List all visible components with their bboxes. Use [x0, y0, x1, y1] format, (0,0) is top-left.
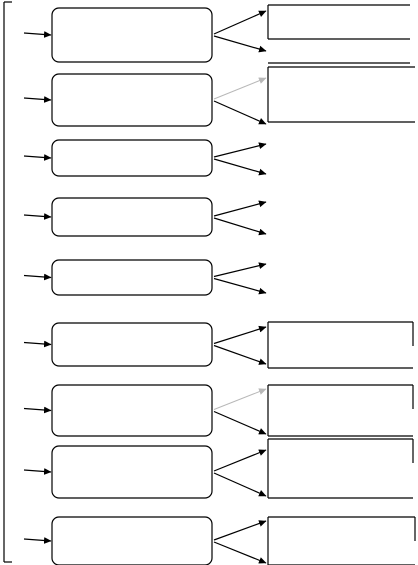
flowchart-row: [23, 66, 415, 127]
flowchart-row: [23, 516, 416, 565]
process-box: [51, 259, 213, 296]
input-arrow: [23, 31, 52, 38]
output-arrow-lower: [213, 541, 267, 564]
output-arrow-lower: [213, 100, 267, 125]
output-arrow-lower: [213, 217, 267, 236]
output-arrow-upper: [213, 77, 267, 100]
flowchart-row: [23, 438, 414, 499]
process-box: [51, 7, 213, 63]
flowchart-row: [23, 321, 414, 369]
output-bracket: [267, 384, 414, 437]
output-bracket: [267, 516, 416, 565]
process-box: [51, 197, 213, 237]
process-box: [51, 516, 213, 565]
output-arrow-upper: [213, 520, 267, 541]
flowchart-rows: [23, 4, 416, 565]
output-arrow-lower: [213, 158, 267, 176]
input-arrow: [23, 406, 52, 414]
output-arrow-upper: [213, 388, 267, 410]
output-bracket: [267, 438, 414, 499]
flowchart-row: [23, 139, 267, 177]
input-arrow: [23, 96, 52, 103]
process-box: [51, 73, 213, 127]
process-box: [51, 139, 213, 177]
output-arrow-upper: [213, 200, 267, 217]
output-arrow-upper: [213, 325, 267, 345]
process-box: [51, 384, 213, 437]
input-arrow: [23, 273, 52, 281]
input-arrow: [23, 340, 52, 348]
output-arrow-upper: [213, 449, 267, 472]
flowchart-row: [23, 197, 267, 237]
flowchart-row: [23, 4, 410, 64]
output-arrow-lower: [213, 472, 267, 497]
output-arrow-lower: [213, 277, 267, 295]
input-arrow: [23, 468, 52, 475]
output-bracket: [267, 321, 414, 369]
input-arrow: [23, 154, 52, 161]
process-box: [51, 445, 213, 499]
input-arrow: [23, 537, 52, 544]
output-arrow-upper: [213, 142, 267, 158]
output-arrow-lower: [213, 410, 267, 435]
output-arrow-upper: [213, 10, 267, 35]
flowchart-row: [23, 259, 267, 296]
output-arrow-lower: [213, 35, 267, 53]
flowchart-row: [23, 384, 414, 437]
input-arrow: [23, 213, 52, 220]
output-arrow-lower: [213, 344, 267, 365]
output-bracket: [267, 4, 410, 64]
output-arrow-upper: [213, 262, 267, 278]
output-bracket: [267, 66, 415, 123]
process-box: [51, 322, 213, 367]
